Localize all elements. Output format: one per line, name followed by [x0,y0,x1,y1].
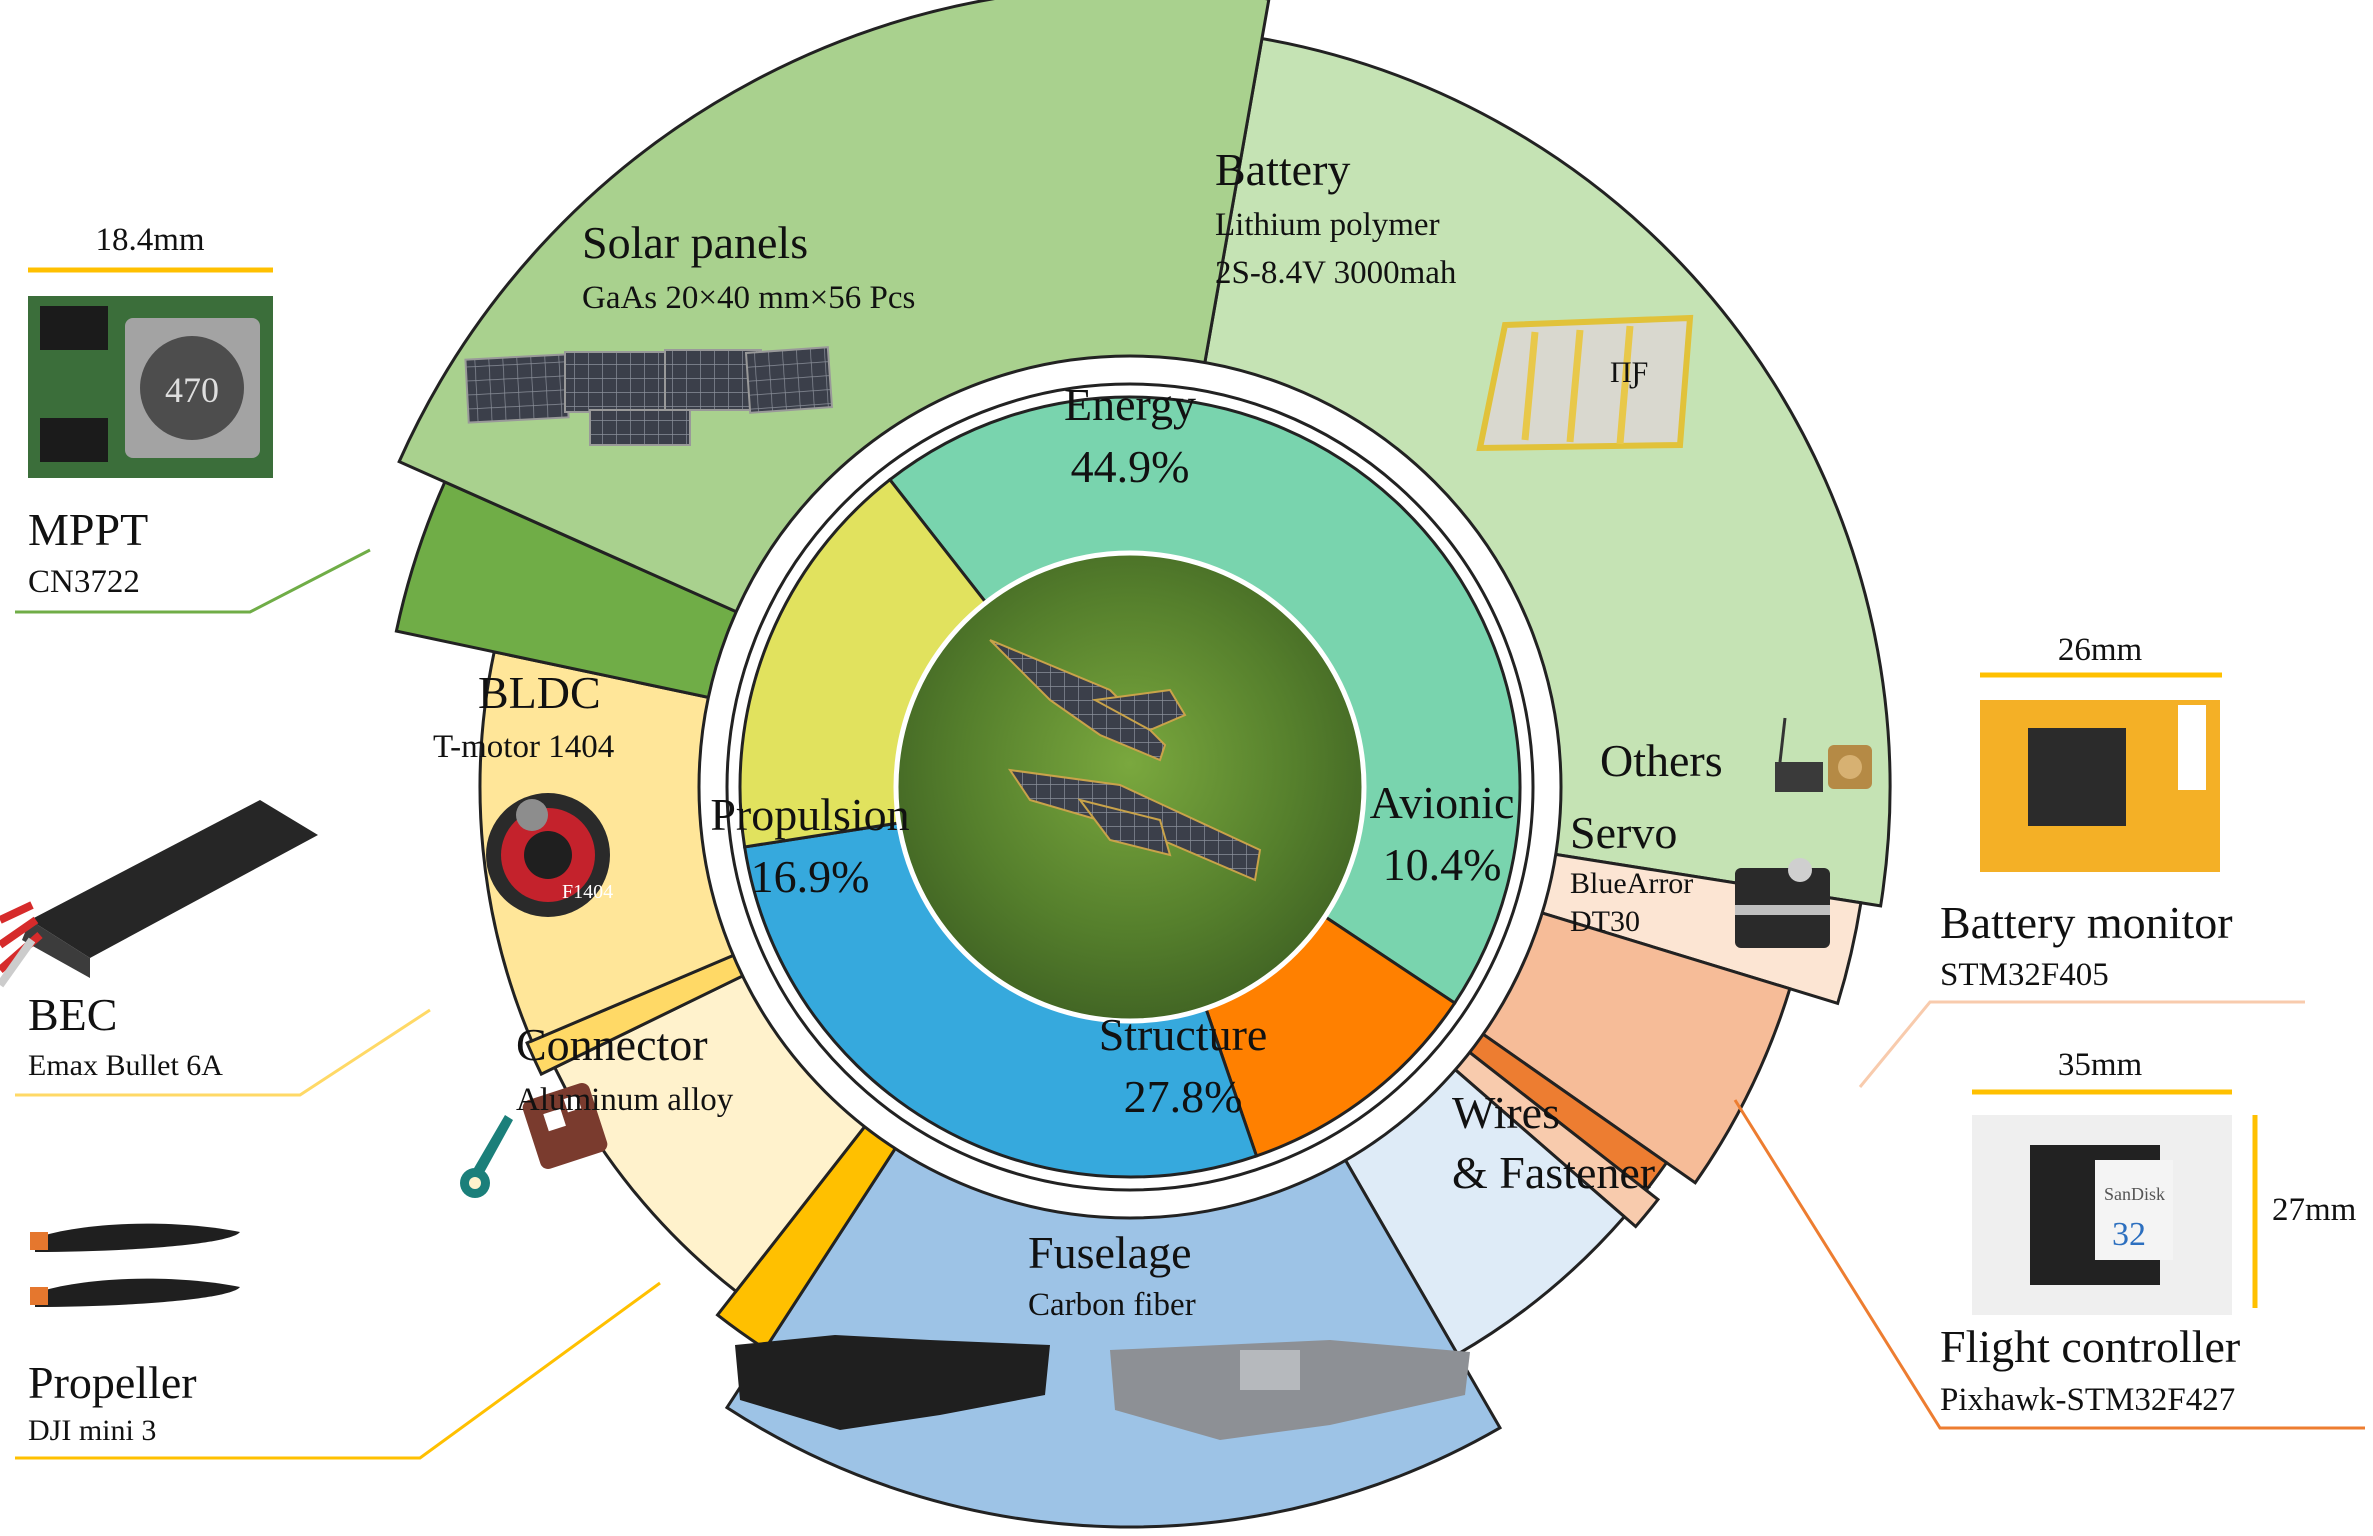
outer-sublabel-fuselage-0: Carbon fiber [1028,1287,1196,1323]
outer-sublabel-servo-1: DT30 [1570,905,1640,938]
battery-monitor-leader-line [1858,1000,2305,1088]
outer-label-bldc: BLDC [478,667,601,718]
mppt-leader-line [15,548,371,614]
mppt-title: MPPT [28,504,148,555]
battery-marking: ΠƑ [1610,356,1648,389]
inner-label-energy: Energy [1064,379,1196,430]
bec-leader-line [15,1008,431,1097]
outer-sublabel-battery-1: 2S-8.4V 3000mah [1215,255,1457,291]
inner-label-structure: Structure [1099,1009,1268,1060]
labels: Energy 44.9% Avionic 10.4% Structure 27.8% Pro… [28,144,2357,1447]
inner-label-avionic: Avionic [1370,777,1515,828]
inner-label-propulsion: Propulsion [710,789,909,840]
propeller-model: DJI mini 3 [28,1414,156,1447]
bec-title: BEC [28,989,117,1040]
flight-controller-title: Flight controller [1940,1321,2240,1372]
propeller-title: Propeller [28,1357,197,1408]
outer-sublabel-connector-0: Aluminum alloy [516,1082,734,1118]
outer-label-others: Others [1600,735,1723,786]
servo-image [1735,858,1830,948]
flight-controller-leader-line [1733,1099,2365,1430]
bldc-motor-image: F1404 [486,793,613,917]
uav-model-1-image [989,639,1187,762]
battery-monitor-model: STM32F405 [1940,957,2109,993]
fuselage-grey-image [1110,1340,1470,1440]
inner-value-structure: 27.8% [1124,1071,1243,1122]
flight-controller-model: Pixhawk-STM32F427 [1940,1382,2235,1418]
outer-label-servo: Servo [1570,807,1677,858]
connector-parts-image [460,1083,608,1198]
propeller-leader-line [15,1281,661,1460]
mppt-inductor-marking: 470 [165,370,219,410]
grass-photo [893,550,1367,1024]
mppt-board-image: 470 [28,296,273,478]
fuselage-black-image [735,1335,1050,1430]
outer-sublabel-solar-panels-0: GaAs 20×40 mm×56 Pcs [582,280,915,316]
inner-value-propulsion: 16.9% [751,851,870,902]
gps-module-image [1775,717,1872,792]
outer-sublabel-battery-0: Lithium polymer [1215,207,1440,243]
sd-card-size: 32 [2112,1216,2146,1253]
mppt-dimension-label: 18.4mm [95,222,204,258]
outer-label-battery: Battery [1215,144,1350,195]
mppt-model: CN3722 [28,564,140,600]
wires-label-line-1: Wires [1452,1087,1560,1138]
bec-board-image [0,800,318,988]
component-photos: ΠƑ F1404 [0,296,2232,1440]
battery-pack-image: ΠƑ [1476,314,1694,452]
outer-label-connector: Connector [516,1019,708,1070]
bec-model: Emax Bullet 6A [28,1049,223,1082]
uav-model-2-image [1007,768,1262,882]
outer-sublabel-servo-0: BlueArror [1570,867,1693,900]
propeller-image [30,1223,240,1307]
battery-monitor-dimension-label: 26mm [2058,632,2143,668]
inner-value-energy: 44.9% [1071,441,1190,492]
sd-card-label: SanDisk [2104,1184,2165,1204]
outer-label-solar-panels: Solar panels [582,217,808,268]
flight-controller-board-image: SanDisk 32 [1972,1115,2232,1315]
battery-monitor-board-image [1980,700,2220,872]
battery-monitor-title: Battery monitor [1940,897,2233,948]
center-photo [893,550,1367,1024]
inner-value-avionic: 10.4% [1383,839,1502,890]
motor-marking: F1404 [562,881,613,903]
outer-sublabel-bldc-0: T-motor 1404 [433,729,614,765]
outer-label-fuselage: Fuselage [1028,1227,1192,1278]
flight-controller-height-label: 27mm [2272,1192,2357,1228]
wires-label-line-2: & Fastener [1452,1147,1655,1198]
callout-lines [15,267,2365,1460]
flight-controller-width-label: 35mm [2058,1047,2143,1083]
solar-panels-image [464,346,834,446]
